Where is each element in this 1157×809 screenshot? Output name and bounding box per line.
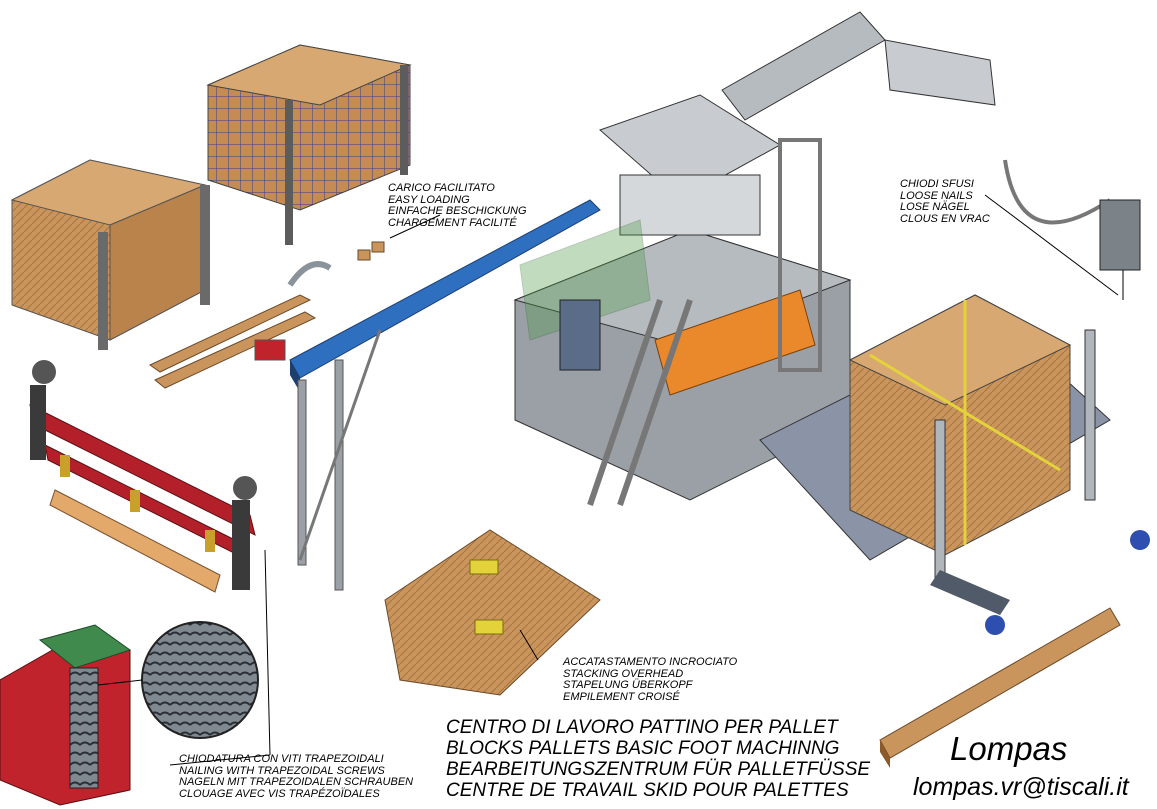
label-nailing: CHIODATURA CON VITI TRAPEZOIDALI NAILING… — [179, 753, 414, 800]
label-line: EINFACHE BESCHICKUNG — [388, 205, 527, 217]
title-line: CENTRE DE TRAVAIL SKID POUR PALETTES — [446, 780, 849, 801]
brand-name: Lompas — [950, 730, 1068, 767]
loose-parts — [149, 241, 385, 389]
wood-block-cage — [206, 44, 412, 245]
label-line: EASY LOADING — [388, 193, 470, 206]
label-line: ACCATASTAMENTO INCROCIATO — [563, 656, 738, 668]
label-line: CARICO FACILITATO — [388, 182, 495, 194]
red-nailing-frame — [29, 360, 257, 593]
label-line: CLOUAGE AVEC VIS TRAPÉZOÏDALES — [179, 787, 380, 800]
label-stacking: ACCATASTAMENTO INCROCIATO STACKING OVERH… — [563, 656, 738, 703]
leader-lines — [169, 194, 1119, 766]
cross-stack-pallet — [384, 529, 601, 696]
label-loose-nails: CHIODI SFUSI LOOSE NAILS LOSE NÄGEL CLOU… — [900, 178, 990, 225]
label-line: CHIODI SFUSI — [900, 178, 974, 190]
title-line: BLOCKS PALLETS BASIC FOOT MACHINNG — [446, 738, 840, 759]
screw-detail — [0, 621, 259, 806]
wood-block-stack-left — [10, 159, 210, 350]
stacking-unit — [759, 294, 1150, 635]
label-line: STAPELUNG ÜBERKOPF — [563, 679, 693, 691]
label-line: EMPILEMENT CROISÉ — [563, 690, 680, 703]
label-easy-loading: CARICO FACILITATO EASY LOADING EINFACHE … — [388, 182, 527, 229]
label-line: CLOUS EN VRAC — [900, 212, 990, 225]
blue-conveyor-beam — [254, 199, 601, 591]
label-line: NAGELN MIT TRAPEZOIDALEN SCHRAUBEN — [179, 776, 414, 788]
brand-email[interactable]: lompas.vr@tiscali.it — [913, 773, 1129, 801]
label-line: STACKING OVERHEAD — [563, 667, 684, 680]
label-line: LOSE NÄGEL — [900, 201, 970, 213]
title-line: BEARBEITUNGSZENTRUM FÜR PALLETFÜSSE — [446, 759, 871, 780]
label-line: NAILING WITH TRAPEZOIDAL SCREWS — [179, 764, 385, 777]
label-line: LOOSE NAILS — [900, 189, 973, 202]
wooden-skid — [879, 607, 1121, 768]
label-line: CHIODATURA CON VITI TRAPEZOIDALI — [179, 753, 384, 765]
nail-feeder-arm — [721, 11, 1141, 300]
main-title: CENTRO DI LAVORO PATTINO PER PALLET BLOC… — [446, 717, 870, 801]
main-machine — [513, 94, 852, 506]
label-line: CHARGEMENT FACILITÉ — [388, 216, 517, 229]
title-line: CENTRO DI LAVORO PATTINO PER PALLET — [446, 717, 838, 738]
